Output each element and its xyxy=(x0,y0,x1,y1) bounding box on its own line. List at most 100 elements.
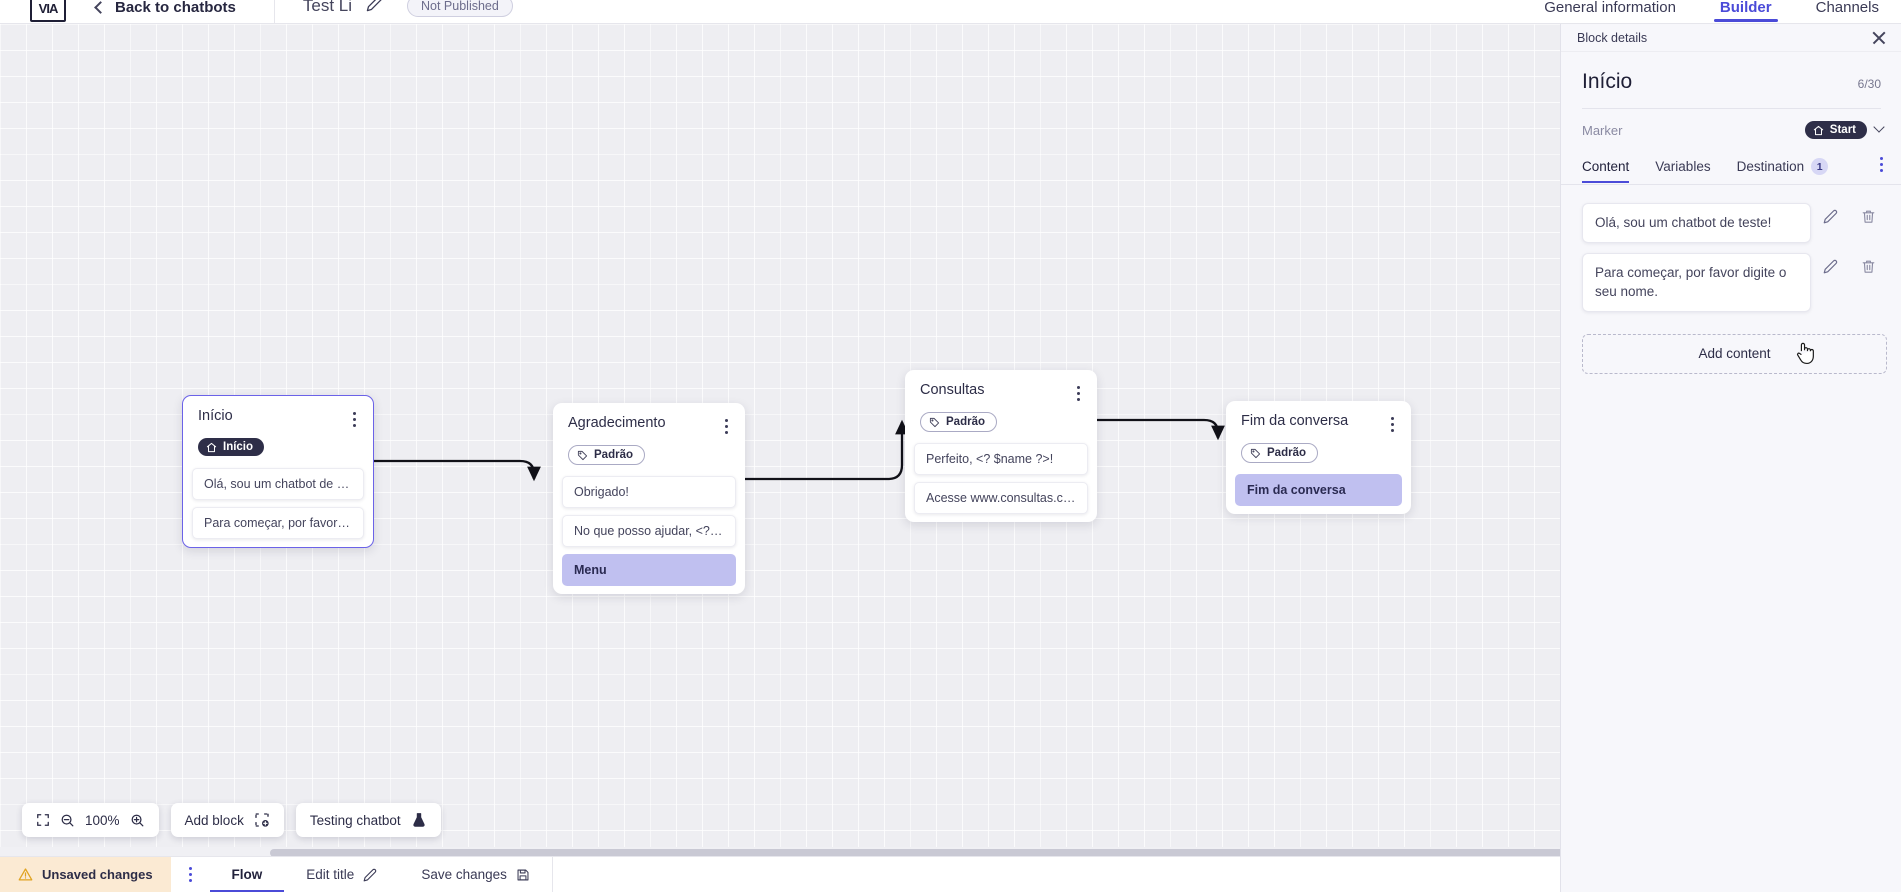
close-icon[interactable] xyxy=(1871,30,1887,46)
app-logo-icon[interactable]: VIA xyxy=(30,0,66,22)
add-block-button[interactable]: Add block xyxy=(170,803,284,837)
marker-control[interactable]: Start xyxy=(1804,121,1885,139)
bot-name: Test Li xyxy=(302,0,352,15)
delete-content-icon[interactable] xyxy=(1849,203,1887,224)
node-tag-label: Padrão xyxy=(946,416,985,428)
back-to-chatbots-button[interactable]: Back to chatbots xyxy=(94,0,236,16)
node-item-menu[interactable]: Menu xyxy=(562,553,736,586)
node-item[interactable]: Perfeito, <? $name ?>! xyxy=(914,442,1088,475)
node-menu-icon[interactable] xyxy=(721,415,732,438)
panel-header-bar: Block details xyxy=(1561,24,1901,52)
node-item[interactable]: Fim da conversa xyxy=(1235,473,1402,506)
edit-pencil-icon[interactable] xyxy=(366,0,383,17)
node-title: Agradecimento xyxy=(568,415,666,431)
tag-icon xyxy=(1250,448,1261,458)
tab-builder[interactable]: Builder xyxy=(1698,0,1794,22)
edge-agradecimento-consultas xyxy=(737,419,909,481)
home-icon xyxy=(206,442,217,452)
add-content-button[interactable]: Add content xyxy=(1582,333,1887,374)
node-item[interactable]: Obrigado! xyxy=(562,475,736,508)
node-tag-start: Início xyxy=(198,438,265,456)
block-details-panel: Block details Início 6/30 Marker Start C xyxy=(1560,24,1901,892)
content-items-list: Olá, sou um chatbot de teste! Para começ… xyxy=(1561,185,1901,312)
node-item[interactable]: Para começar, por favor digite o ... xyxy=(192,506,364,539)
node-tag-row: Padrão xyxy=(553,438,745,476)
node-items: Perfeito, <? $name ?>! Acesse www.consul… xyxy=(905,442,1097,514)
node-tag-label: Início xyxy=(223,441,254,453)
edit-content-icon[interactable] xyxy=(1811,253,1849,274)
tab-general-information[interactable]: General information xyxy=(1544,0,1676,16)
tab-content-label: Content xyxy=(1582,159,1630,174)
pencil-icon xyxy=(363,868,377,881)
statusbar-flow-tab[interactable]: Flow xyxy=(209,857,285,892)
flow-node-agradecimento[interactable]: Agradecimento Padrão Obrigado! No que po… xyxy=(553,403,745,594)
flow-node-fim-da-conversa[interactable]: Fim da conversa Padrão Fim da conversa xyxy=(1226,401,1411,514)
node-tag-row: Padrão xyxy=(1226,436,1411,474)
top-right-tabs: General information Builder Channels xyxy=(1522,0,1901,24)
tab-destination-label: Destination xyxy=(1736,159,1805,174)
edge-consultas-fim xyxy=(1089,418,1225,441)
flask-icon xyxy=(411,812,427,828)
statusbar-menu-icon[interactable] xyxy=(171,867,210,882)
top-bar: VIA Back to chatbots Test Li Not Publish… xyxy=(0,0,1901,29)
flow-label: Flow xyxy=(231,867,263,882)
node-header: Agradecimento xyxy=(553,403,745,438)
testing-chatbot-label: Testing chatbot xyxy=(309,812,401,828)
marker-badge-start[interactable]: Start xyxy=(1804,121,1867,139)
node-item[interactable]: No que posso ajudar, <? $name ... xyxy=(562,514,736,547)
add-block-label: Add block xyxy=(184,812,244,828)
edit-title-button[interactable]: Edit title xyxy=(284,857,399,892)
zoom-level: 100% xyxy=(85,812,120,828)
warning-icon xyxy=(18,868,33,881)
edit-content-icon[interactable] xyxy=(1811,203,1849,224)
tab-variables[interactable]: Variables xyxy=(1655,155,1710,182)
node-header: Fim da conversa xyxy=(1226,401,1411,436)
tab-content[interactable]: Content xyxy=(1582,155,1630,183)
content-item-row: Olá, sou um chatbot de teste! xyxy=(1582,203,1887,243)
node-item[interactable]: Acesse www.consultas.com par... xyxy=(914,481,1088,514)
node-item[interactable]: Olá, sou um chatbot de teste! xyxy=(192,467,364,500)
divider xyxy=(1582,108,1881,109)
tab-channels[interactable]: Channels xyxy=(1815,0,1879,16)
node-title: Consultas xyxy=(920,382,985,398)
node-menu-icon[interactable] xyxy=(349,408,360,431)
zoom-out-icon[interactable] xyxy=(60,813,75,828)
zoom-controls: 100% xyxy=(22,803,159,837)
scrollbar-thumb[interactable] xyxy=(270,849,1560,857)
node-tag-label: Padrão xyxy=(594,449,633,461)
marker-value: Start xyxy=(1829,124,1856,136)
zoom-in-icon[interactable] xyxy=(130,813,145,828)
destination-count-badge: 1 xyxy=(1811,158,1829,175)
node-header: Início xyxy=(183,396,373,431)
node-items: Fim da conversa xyxy=(1226,473,1411,506)
node-tag-padrao: Padrão xyxy=(568,445,645,465)
mouse-cursor-pointer-icon xyxy=(1795,340,1817,371)
flow-canvas[interactable]: Início Início Olá, sou um chatbot de tes… xyxy=(0,24,1560,859)
panel-block-header: Início 6/30 xyxy=(1561,52,1901,109)
fit-screen-icon[interactable] xyxy=(36,813,50,827)
panel-tabs-menu-icon[interactable] xyxy=(1872,153,1891,184)
flow-node-inicio[interactable]: Início Início Olá, sou um chatbot de tes… xyxy=(182,395,374,548)
delete-content-icon[interactable] xyxy=(1849,253,1887,274)
tag-icon xyxy=(929,417,940,427)
divider xyxy=(273,0,275,29)
node-items: Olá, sou um chatbot de teste! Para começ… xyxy=(183,467,373,539)
node-tag-padrao: Padrão xyxy=(1241,443,1318,463)
tab-destination[interactable]: Destination 1 xyxy=(1737,154,1829,183)
node-tag-row: Padrão xyxy=(905,405,1097,443)
testing-chatbot-button[interactable]: Testing chatbot xyxy=(295,803,441,837)
panel-tabs: Content Variables Destination 1 xyxy=(1561,153,1901,185)
save-changes-button[interactable]: Save changes xyxy=(399,857,552,892)
node-menu-icon[interactable] xyxy=(1387,413,1398,436)
chevron-down-icon[interactable] xyxy=(1873,121,1885,133)
divider xyxy=(551,856,553,892)
flow-node-consultas[interactable]: Consultas Padrão Perfeito, <? $name ?>! … xyxy=(905,370,1097,522)
node-header: Consultas xyxy=(905,370,1097,405)
content-item-text[interactable]: Olá, sou um chatbot de teste! xyxy=(1582,203,1811,243)
edge-inicio-agradecimento xyxy=(373,459,541,482)
logo-text: VIA xyxy=(38,1,59,16)
node-menu-icon[interactable] xyxy=(1073,382,1084,405)
panel-title: Block details xyxy=(1577,30,1648,45)
node-tag-padrao: Padrão xyxy=(920,412,997,432)
content-item-text[interactable]: Para começar, por favor digite o seu nom… xyxy=(1582,252,1811,312)
